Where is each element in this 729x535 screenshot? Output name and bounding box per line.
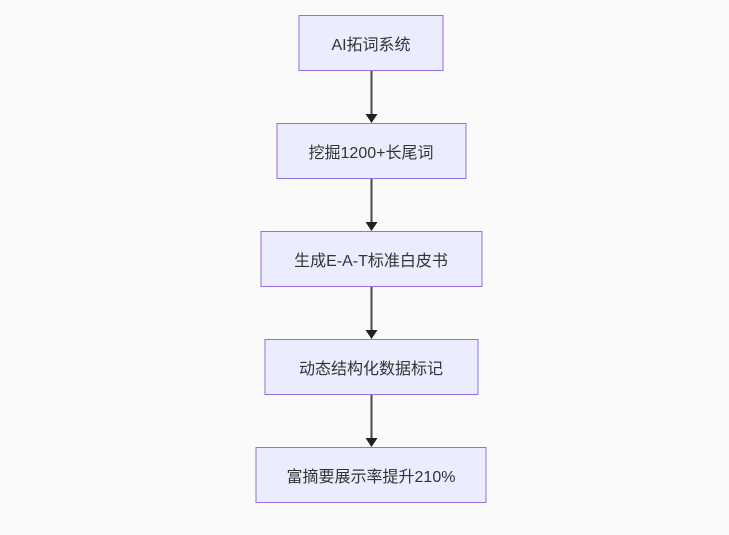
flow-node-eat-whitepaper: 生成E-A-T标准白皮书 <box>260 231 482 287</box>
flow-node-label: 生成E-A-T标准白皮书 <box>294 253 448 270</box>
arrow-line <box>370 71 372 114</box>
flow-node-label: 挖掘1200+长尾词 <box>308 145 434 162</box>
arrow-head-icon <box>365 330 377 339</box>
arrow-line <box>370 395 372 438</box>
arrow-line <box>370 179 372 222</box>
flow-node-structured-data: 动态结构化数据标记 <box>264 339 478 395</box>
flow-node-ai-word-system: AI拓词系统 <box>298 15 444 71</box>
flowchart: AI拓词系统 挖掘1200+长尾词 生成E-A-T标准白皮书 动态结构化数据标记… <box>255 15 487 503</box>
arrow-head-icon <box>365 438 377 447</box>
flow-node-label: AI拓词系统 <box>331 37 411 54</box>
arrow-head-icon <box>365 114 377 123</box>
flow-node-longtail-mining: 挖掘1200+长尾词 <box>276 123 466 179</box>
flow-node-rich-snippet-result: 富摘要展示率提升210% <box>255 447 487 503</box>
arrow-head-icon <box>365 222 377 231</box>
flow-node-label: 动态结构化数据标记 <box>298 361 443 378</box>
flow-arrow-4 <box>364 395 378 447</box>
arrow-line <box>370 287 372 330</box>
flow-arrow-2 <box>364 179 378 231</box>
flow-arrow-3 <box>364 287 378 339</box>
flow-node-label: 富摘要展示率提升210% <box>286 469 456 486</box>
flow-arrow-1 <box>364 71 378 123</box>
